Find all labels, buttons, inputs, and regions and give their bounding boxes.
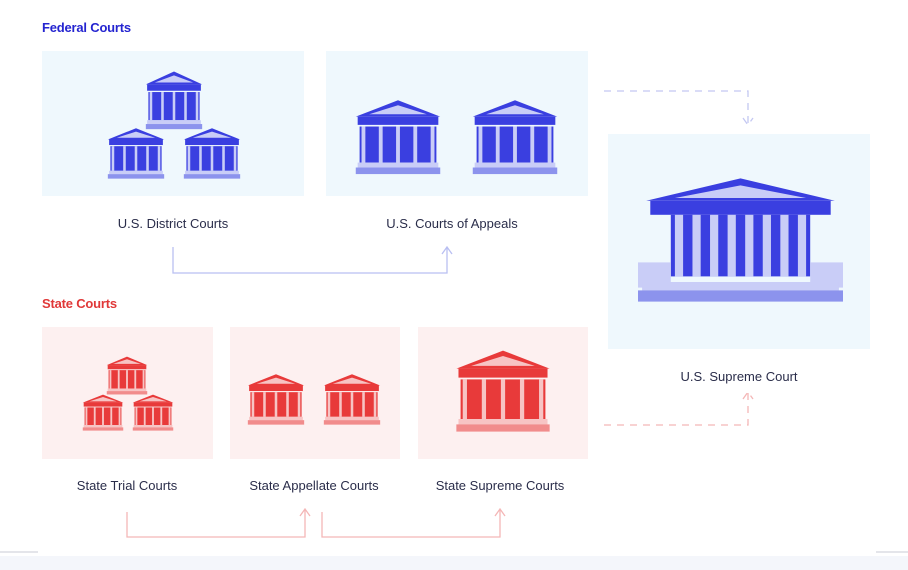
trial-to-appellate-arrow bbox=[126, 507, 311, 538]
courthouse-icon bbox=[467, 97, 563, 179]
supreme-court-label: U.S. Supreme Court bbox=[680, 369, 798, 384]
courthouse-icon bbox=[80, 393, 126, 433]
district-to-appeals-arrow bbox=[172, 245, 453, 274]
courts-of-appeals-label: U.S. Courts of Appeals bbox=[386, 216, 518, 231]
state-supreme-courts-label: State Supreme Courts bbox=[435, 478, 565, 493]
state-appellate-courts-panel bbox=[230, 327, 400, 459]
district-courts-panel bbox=[42, 51, 304, 196]
appellate-to-state-supreme-arrow bbox=[321, 507, 506, 538]
federal-courts-heading: Federal Courts bbox=[42, 20, 131, 35]
courthouse-icon bbox=[180, 126, 244, 182]
footer-band bbox=[0, 556, 908, 570]
district-courts-label: U.S. District Courts bbox=[117, 216, 229, 231]
courthouse-icon bbox=[104, 355, 150, 397]
courthouse-icon bbox=[350, 97, 446, 179]
courts-of-appeals-panel bbox=[326, 51, 588, 196]
courthouse-icon bbox=[320, 372, 384, 428]
courthouse-icon bbox=[450, 347, 556, 437]
state-trial-courts-label: State Trial Courts bbox=[76, 478, 178, 493]
courthouse-icon bbox=[142, 69, 206, 133]
courthouse-icon bbox=[104, 126, 168, 182]
state-supreme-to-us-supreme-dashed-arrow bbox=[604, 390, 754, 426]
state-supreme-courts-panel bbox=[418, 327, 588, 459]
supreme-court-panel bbox=[608, 134, 870, 349]
courthouse-icon bbox=[130, 393, 176, 433]
courthouse-icon bbox=[244, 372, 308, 428]
supreme-court-building-icon bbox=[638, 170, 843, 310]
appeals-to-supreme-dashed-arrow bbox=[604, 90, 754, 127]
state-trial-courts-panel bbox=[42, 327, 213, 459]
state-appellate-courts-label: State Appellate Courts bbox=[249, 478, 379, 493]
state-courts-heading: State Courts bbox=[42, 296, 117, 311]
